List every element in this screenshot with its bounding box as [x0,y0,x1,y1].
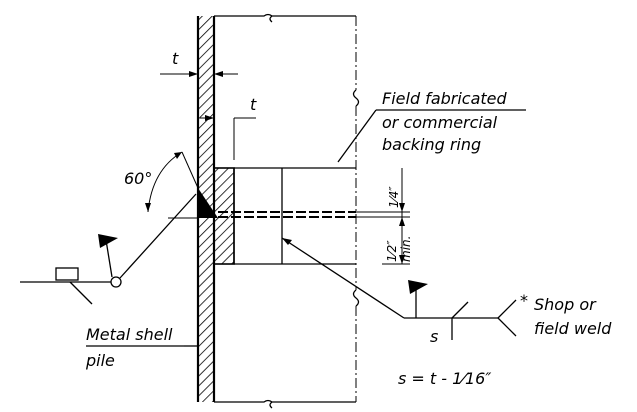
label-half: 1⁄2″ [385,240,399,262]
weld-bevel [198,188,218,218]
label-s: s [430,327,438,346]
left-weld-symbol [20,193,197,305]
formula-text: s = t - 1⁄16″ [398,369,491,388]
angle-60-dimension: 60° [124,151,199,213]
label-t-wall: t [172,49,179,68]
label-metal-line1: Metal shell [86,325,173,344]
label-min: min. [399,236,413,262]
metal-shell-callout: Metal shell pile [85,325,198,370]
label-field-line3: backing ring [382,135,481,154]
field-fabricated-callout: Field fabricated or commercial backing r… [337,89,526,163]
dimension-t-wall: t [160,49,238,77]
right-weld-symbol: s * Shop or field weld [281,237,612,346]
label-quarter: 1⁄4″ [387,186,401,208]
pile-outline [214,13,360,409]
label-field-line2: or commercial [382,113,498,132]
dimension-t-ring: t [200,95,257,160]
label-metal-line2: pile [85,351,115,370]
gap-dashed-lines [168,211,410,219]
label-shop-line1: Shop or [534,295,597,314]
label-t-ring: t [250,95,257,114]
gap-dimensions: 1⁄4″ 1⁄2″ min. [382,168,413,265]
label-angle: 60° [124,169,152,188]
label-shop-line2: field weld [534,319,612,338]
label-star: * [520,291,528,310]
label-field-line1: Field fabricated [382,89,508,108]
